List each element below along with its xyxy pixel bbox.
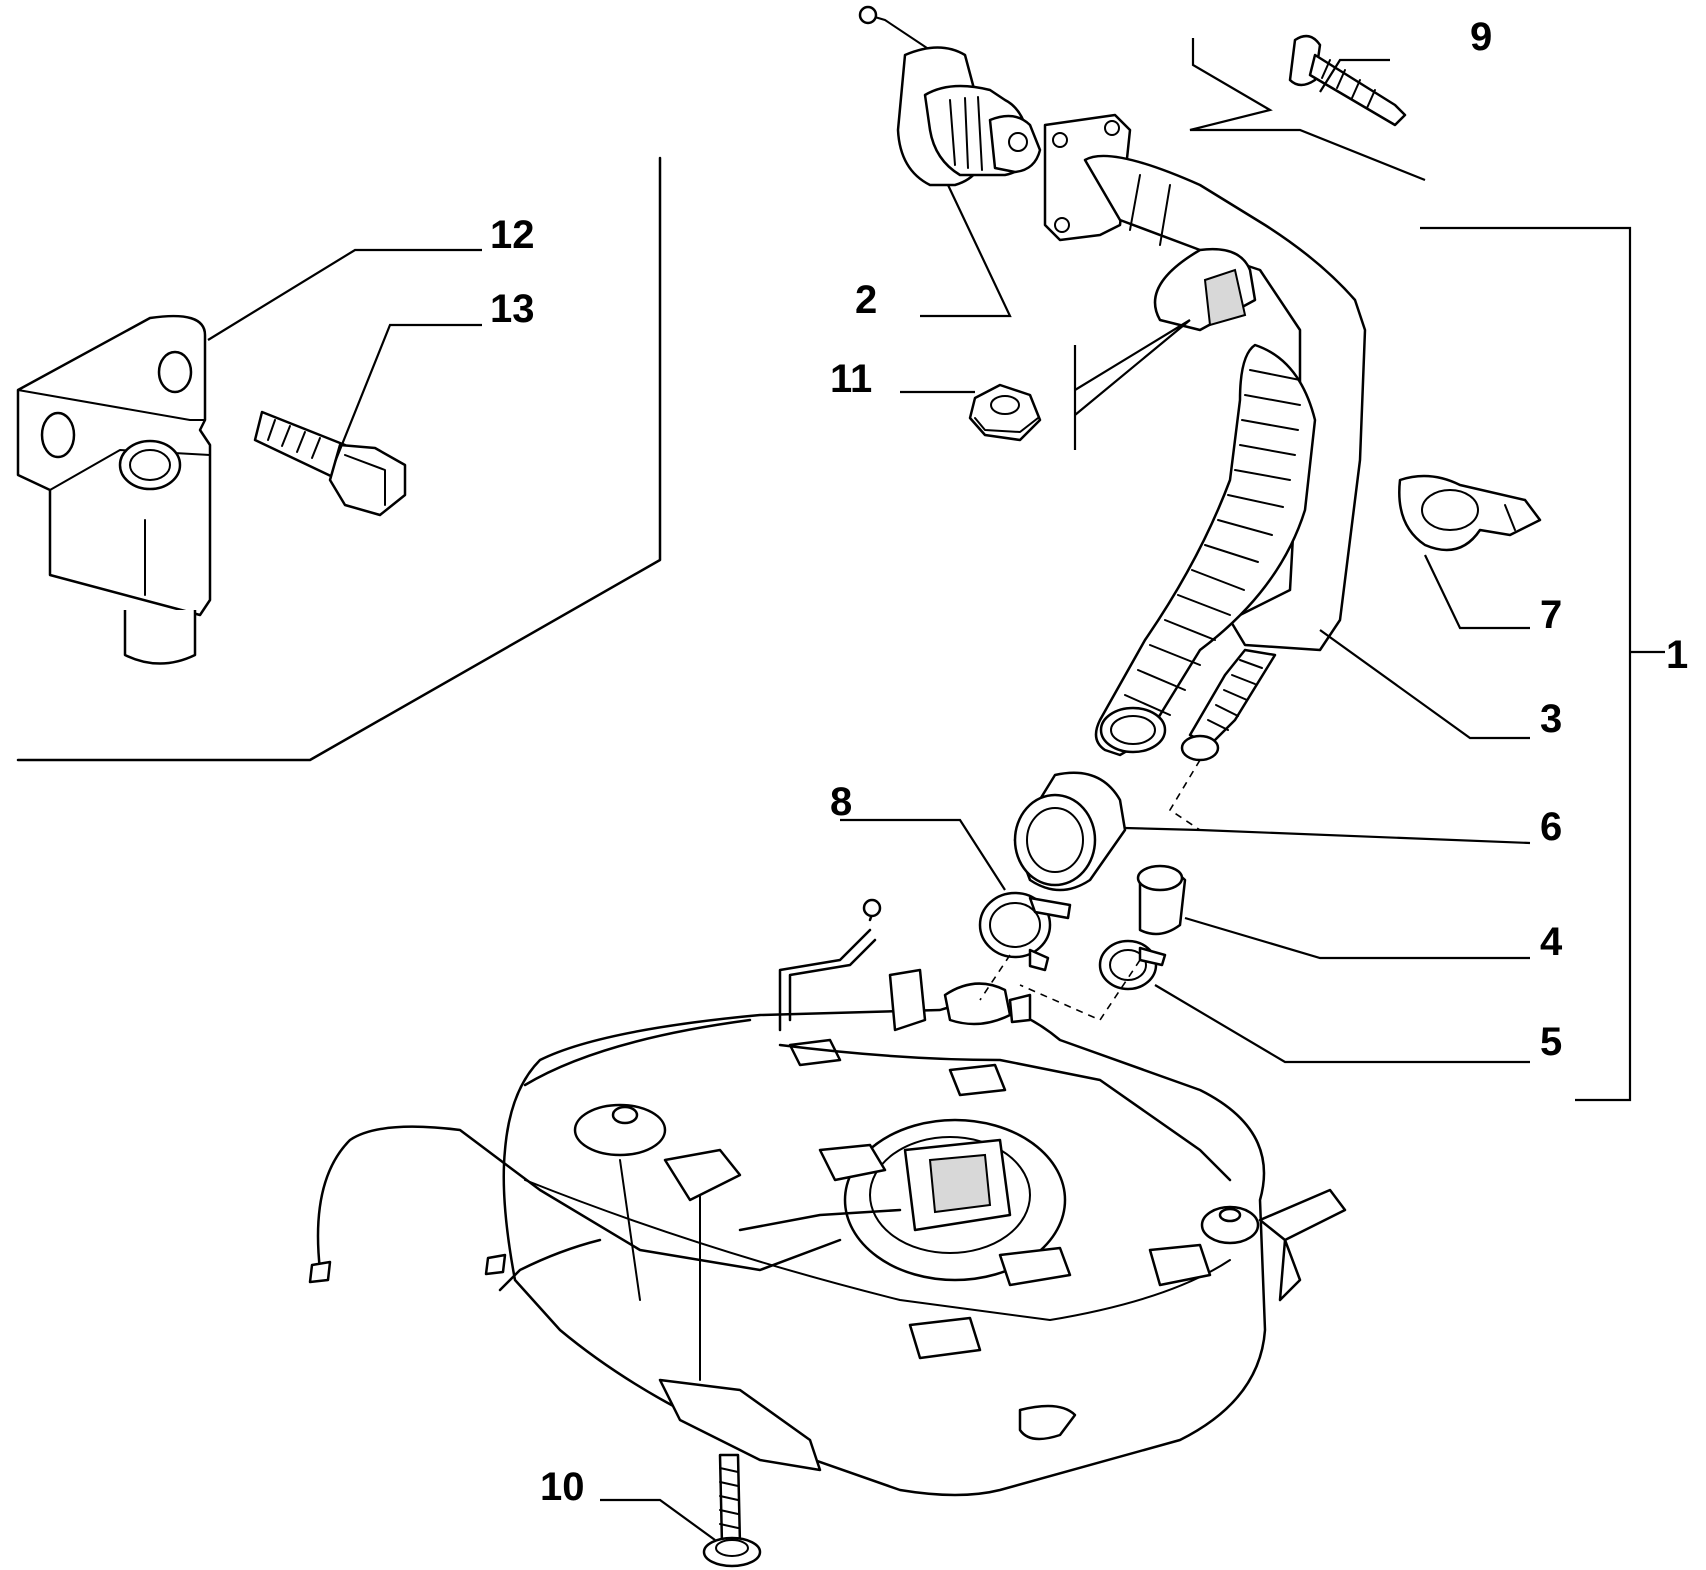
callout-7: 7 bbox=[1540, 593, 1562, 637]
leader-lines bbox=[207, 38, 1665, 1541]
part-5-clamp bbox=[1098, 939, 1167, 991]
callout-labels: 1 2 3 4 5 6 7 8 9 10 11 12 13 bbox=[490, 15, 1688, 1509]
part-12-bracket bbox=[16, 314, 212, 665]
callout-1: 1 bbox=[1666, 633, 1688, 677]
callout-5: 5 bbox=[1540, 1020, 1562, 1064]
part-11-nut bbox=[968, 383, 1042, 442]
callout-2: 2 bbox=[855, 278, 877, 322]
callout-11: 11 bbox=[830, 357, 872, 401]
callout-10: 10 bbox=[540, 1465, 585, 1509]
assembly-dash-lines bbox=[979, 759, 1201, 1022]
callout-13: 13 bbox=[490, 287, 535, 331]
callout-3: 3 bbox=[1540, 697, 1562, 741]
fuel-lines bbox=[308, 898, 1232, 1292]
part-3-filler-pipe bbox=[1043, 113, 1367, 762]
part-4-small-sleeve bbox=[1136, 864, 1187, 936]
callout-9: 9 bbox=[1470, 15, 1492, 59]
part-7-clip bbox=[1398, 474, 1542, 552]
callout-12: 12 bbox=[490, 213, 535, 257]
callout-4: 4 bbox=[1540, 920, 1563, 964]
part-13-bolt bbox=[253, 410, 407, 517]
part-6-sleeve bbox=[1013, 771, 1127, 892]
fuel-tank bbox=[502, 968, 1347, 1497]
part-10-bolt bbox=[702, 1453, 762, 1568]
part-9-bolt bbox=[1288, 34, 1407, 127]
inset-frame bbox=[16, 156, 662, 762]
callout-8: 8 bbox=[830, 780, 852, 824]
callout-6: 6 bbox=[1540, 805, 1562, 849]
part-2-filler-cap bbox=[858, 5, 1042, 187]
part-8-clamp bbox=[978, 891, 1072, 972]
